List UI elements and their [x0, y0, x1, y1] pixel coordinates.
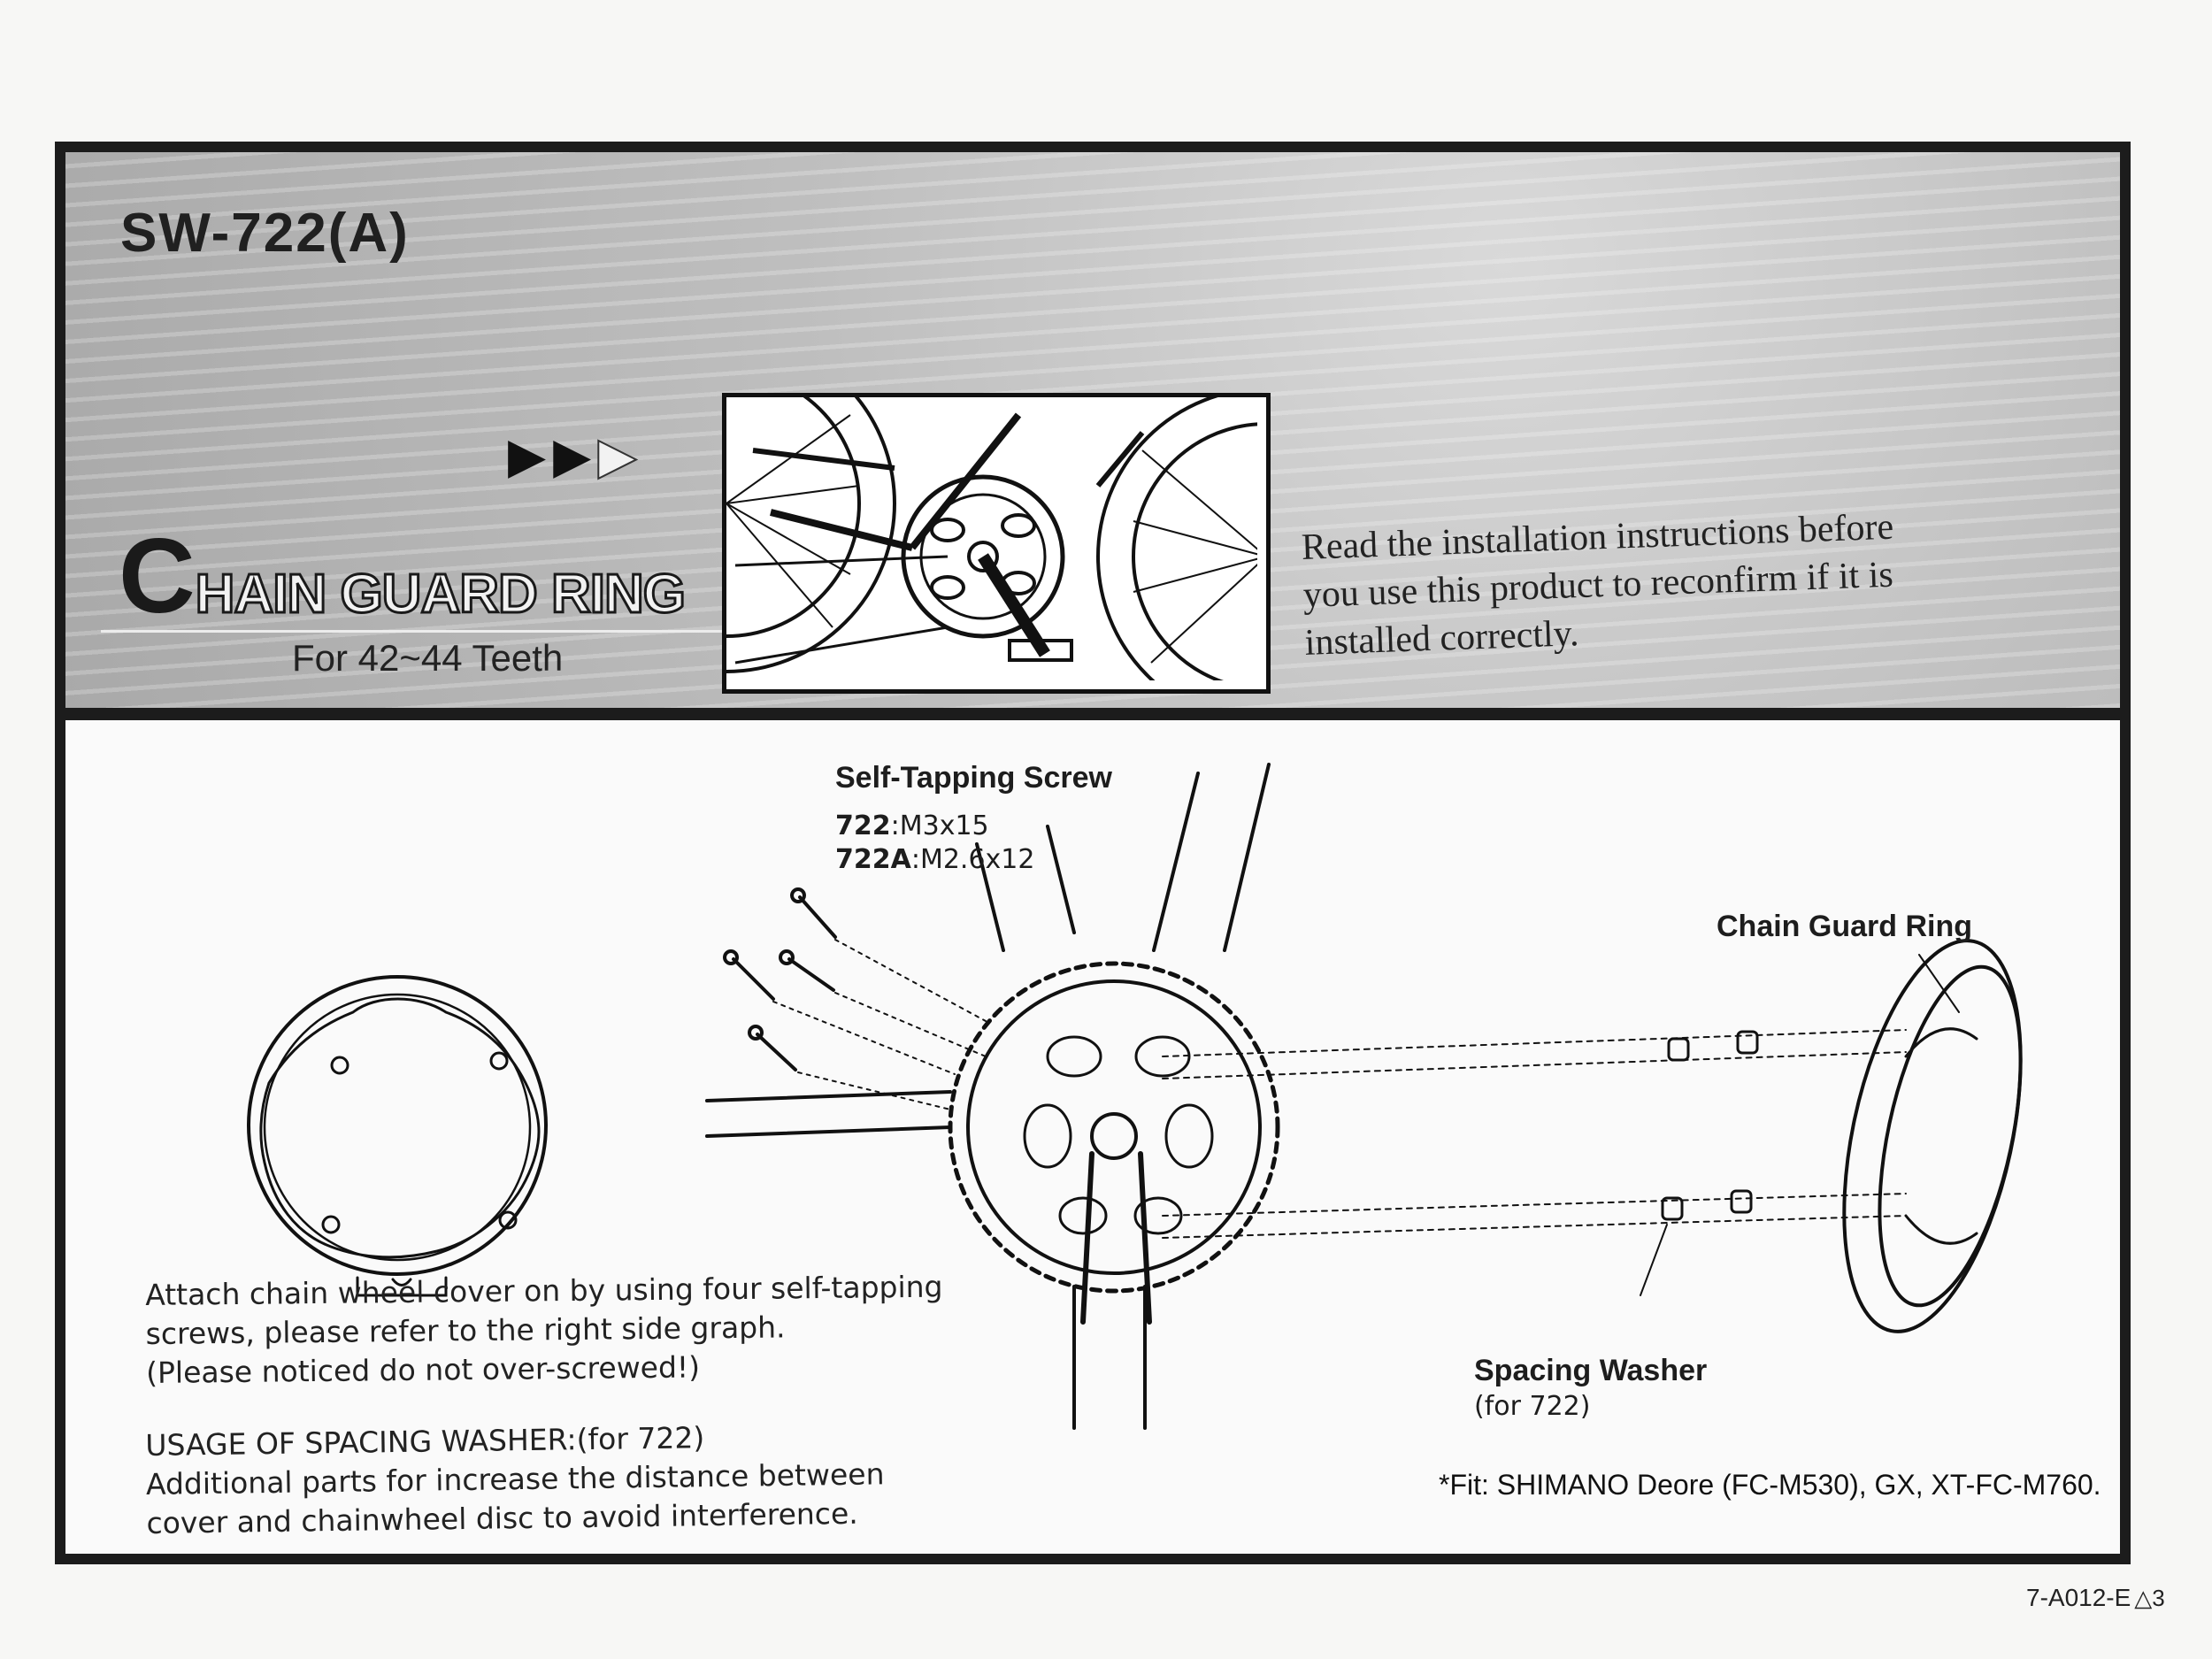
- teeth-note: For 42~44 Teeth: [292, 637, 564, 679]
- model-code: SW-722(A): [120, 203, 410, 264]
- screw-spec-1-size: :M3x15: [890, 810, 989, 841]
- product-title-initial: C: [119, 517, 196, 635]
- screw-drawings: [723, 887, 837, 1071]
- chain-guard-ring-side-view: [1842, 939, 2023, 1333]
- ring-label: Chain Guard Ring: [1717, 910, 1972, 943]
- header-panel: SW-722(A) ▶▶▶ CHAIN GUARD RING For 42~44…: [65, 152, 2120, 726]
- attach-instructions: Attach chain wheel cover on by using fou…: [145, 1268, 944, 1393]
- screw-spec-2-model: 722A: [835, 844, 911, 875]
- screw-title: Self-Tapping Screw: [835, 761, 1112, 795]
- arrow-icon: ▶: [553, 427, 599, 483]
- washer-label: Spacing Washer: [1474, 1354, 1708, 1387]
- washer-guide-lines: [1162, 1029, 1907, 1239]
- screw-spec-2: 722A:M2.6x12: [835, 844, 1034, 875]
- instruction-sheet: SW-722(A) ▶▶▶ CHAIN GUARD RING For 42~44…: [55, 142, 2131, 1564]
- arrow-outline-icon: ▶: [597, 426, 644, 484]
- page-number: 3: [2152, 1585, 2165, 1611]
- screw-spec-1-model: 722: [835, 810, 891, 841]
- chain-guard-ring-front-view: [247, 975, 548, 1297]
- instruction-line: (Please noticed do not over-screwed!): [145, 1349, 701, 1390]
- arrow-indicators: ▶▶▶: [508, 426, 643, 485]
- document-code: 7-A012-E△3: [2026, 1584, 2165, 1612]
- chainring-drawing: [948, 961, 1280, 1325]
- crank-arm-lines: [705, 763, 1271, 1430]
- bike-illustration: [557, 334, 1436, 726]
- washer-sub-label: (for 722): [1474, 1391, 1591, 1422]
- installation-warning: Read the installation instructions befor…: [1301, 496, 2084, 667]
- washer-leader-line: [1640, 1224, 1668, 1296]
- document-code-text: 7-A012-E: [2026, 1584, 2131, 1611]
- fit-note: *Fit: SHIMANO Deore (FC-M530), GX, XT-FC…: [1439, 1469, 2101, 1501]
- assembly-diagram: [247, 763, 2023, 1430]
- screw-spec-1: 722:M3x15: [835, 810, 989, 841]
- spacing-washers: [1661, 1030, 1759, 1221]
- page-number-badge: △3: [2134, 1585, 2165, 1611]
- title-divider: [101, 630, 738, 633]
- screw-spec-2-size: :M2.6x12: [910, 844, 1035, 875]
- product-title: CHAIN GUARD RING: [119, 515, 687, 637]
- washer-usage-note: USAGE OF SPACING WASHER:(for 722) Additi…: [145, 1416, 885, 1543]
- ring-leader-line: [1918, 954, 1960, 1013]
- arrow-icon: ▶: [508, 427, 554, 483]
- instruction-line: Attach chain wheel cover on by using fou…: [145, 1269, 943, 1312]
- product-title-rest: HAIN GUARD RING: [194, 563, 687, 626]
- screw-guide-lines: [772, 939, 987, 1110]
- bike-drawing: [557, 334, 1436, 726]
